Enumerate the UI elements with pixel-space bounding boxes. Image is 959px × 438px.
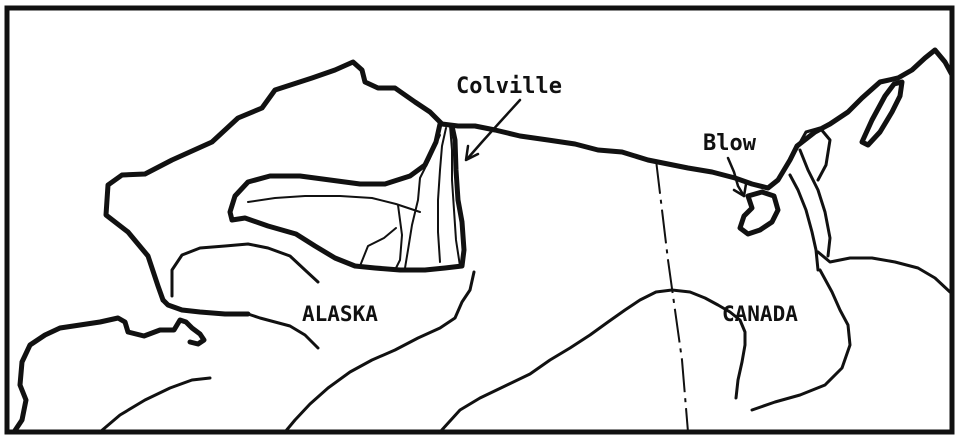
inlet-finger	[859, 79, 905, 148]
alaska-river-west	[170, 242, 320, 298]
label-alaska: ALASKA	[302, 302, 378, 326]
blow-arrowhead	[732, 182, 748, 198]
colville-distributary-1	[437, 127, 447, 263]
colville-distributary-5	[359, 227, 397, 267]
alaska-river-mid	[246, 312, 320, 350]
coastline	[103, 47, 955, 303]
mackenzie-branch	[788, 173, 820, 272]
far-east-coast	[794, 126, 832, 182]
canada-river-east	[816, 250, 952, 294]
label-colville: Colville	[456, 74, 562, 99]
colville-delta-lobe	[227, 121, 467, 273]
colville-arrow	[466, 98, 522, 160]
alaska-river-lower	[98, 376, 212, 434]
mackenzie-branch-2	[798, 148, 832, 258]
label-canada: CANADA	[722, 302, 798, 326]
west-coastline	[160, 297, 251, 317]
yukon-river	[438, 288, 747, 434]
canada-river-south	[750, 268, 852, 412]
blow-delta	[737, 189, 781, 237]
alaska-river-south	[283, 270, 476, 434]
colville-distributary-4	[395, 204, 403, 269]
colville-distributary-3	[404, 134, 441, 269]
map-frame	[4, 5, 955, 435]
alaska-canada-border	[655, 159, 689, 433]
blow-arrow	[726, 156, 746, 198]
southwest-coastline	[11, 315, 207, 435]
colville-distributary-2	[449, 125, 461, 267]
colville-arrowhead	[464, 144, 480, 162]
colville-inner-channel	[247, 195, 421, 213]
label-blow: Blow	[703, 131, 757, 156]
